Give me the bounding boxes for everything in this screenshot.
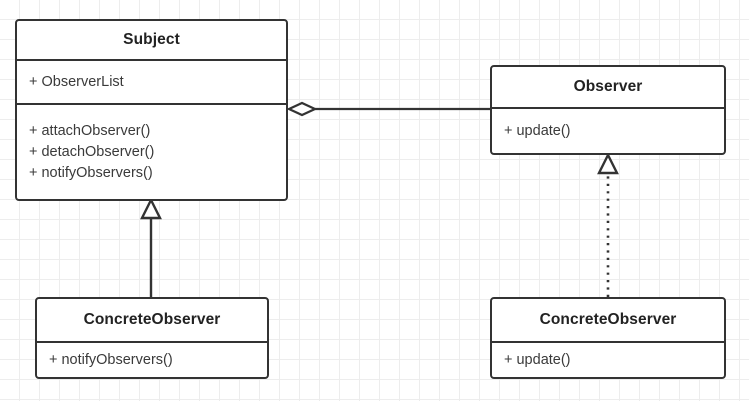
class-box-subject[interactable]: Subject + ObserverList + attachObserver(… bbox=[15, 19, 288, 201]
operation-item: + update() bbox=[504, 351, 571, 368]
class-title-concrete-subject: ConcreteObserver bbox=[37, 299, 267, 343]
hollow-triangle-icon bbox=[140, 197, 162, 220]
operations-compartment-concrete-observer: + update() bbox=[492, 343, 724, 377]
hollow-diamond-icon bbox=[286, 101, 318, 117]
operation-item: + attachObserver() bbox=[29, 122, 151, 139]
operations-compartment-observer: + update() bbox=[492, 109, 724, 153]
attributes-compartment-subject: + ObserverList bbox=[17, 61, 286, 105]
operation-item: + detachObserver() bbox=[29, 143, 155, 160]
class-title-concrete-observer: ConcreteObserver bbox=[492, 299, 724, 343]
attribute-item: + ObserverList bbox=[29, 73, 124, 90]
edge-realization-concrete-observer[interactable] bbox=[597, 152, 619, 297]
edge-aggregation-subject-observer[interactable] bbox=[286, 101, 490, 117]
class-box-concrete-observer[interactable]: ConcreteObserver + update() bbox=[490, 297, 726, 379]
class-box-concrete-subject[interactable]: ConcreteObserver + notifyObservers() bbox=[35, 297, 269, 379]
class-title-subject: Subject bbox=[17, 21, 286, 61]
class-box-observer[interactable]: Observer + update() bbox=[490, 65, 726, 155]
operations-compartment-concrete-subject: + notifyObservers() bbox=[37, 343, 267, 377]
hollow-triangle-icon bbox=[597, 152, 619, 175]
edge-generalization-concrete-subject[interactable] bbox=[140, 197, 162, 297]
operation-item: + notifyObservers() bbox=[49, 351, 173, 368]
operations-compartment-subject: + attachObserver() + detachObserver() + … bbox=[17, 105, 286, 199]
operation-item: + update() bbox=[504, 122, 571, 139]
class-title-observer: Observer bbox=[492, 67, 724, 109]
operation-item: + notifyObservers() bbox=[29, 164, 153, 181]
